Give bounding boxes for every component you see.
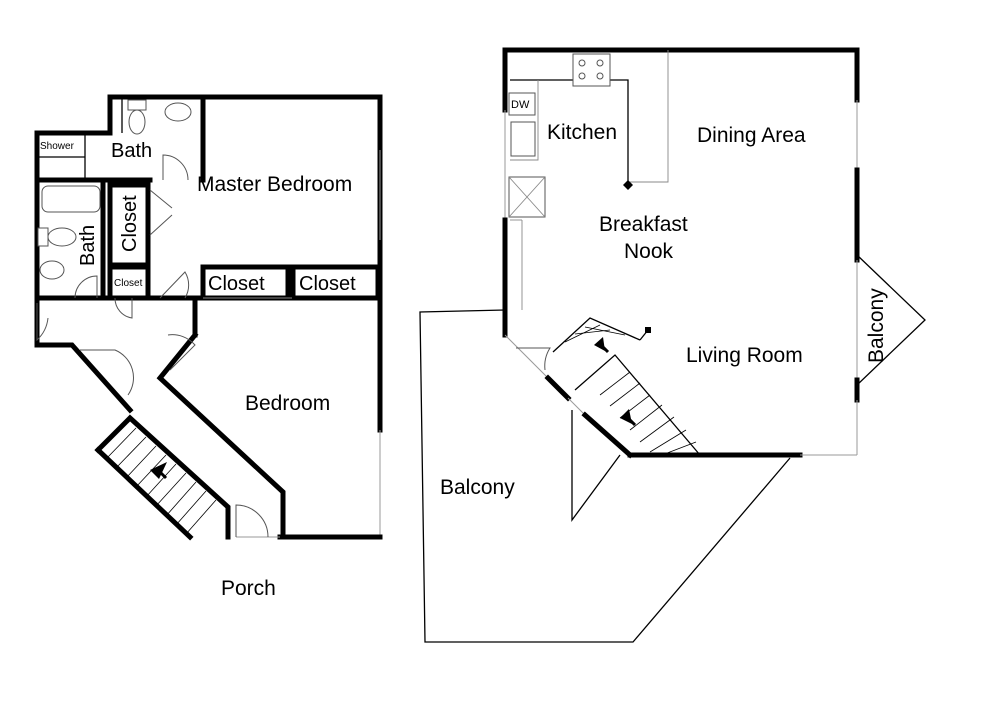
room-label-bedroom: Bedroom xyxy=(245,392,330,415)
right-stairs xyxy=(552,317,701,456)
burner-icon xyxy=(578,72,586,80)
toilet xyxy=(47,227,77,247)
right-floor: DW Kitchen Dining Area Breakfast Nook Li… xyxy=(419,47,926,643)
door-swing xyxy=(167,334,196,371)
room-label-balcony-side: Balcony xyxy=(865,288,888,363)
right-outer-wall xyxy=(502,47,860,113)
hall-wall-east xyxy=(156,331,286,540)
toilet-tank xyxy=(37,227,49,247)
left-stairs xyxy=(105,427,217,535)
sink xyxy=(39,260,65,280)
closet-doors xyxy=(149,189,173,236)
room-label-closet-vertical: Closet xyxy=(119,195,141,252)
sink xyxy=(164,102,192,122)
stair-wall xyxy=(94,446,194,541)
kitchen-counter-edge xyxy=(510,80,539,161)
breakfast-bar xyxy=(628,50,669,183)
room-label-dining-area: Dining Area xyxy=(697,124,806,147)
burner-icon xyxy=(596,59,604,67)
room-label-shower: Shower xyxy=(40,141,75,152)
stovetop xyxy=(572,53,611,87)
window xyxy=(504,334,549,379)
burner-icon xyxy=(596,72,604,80)
door-swing xyxy=(162,154,189,181)
bathtub xyxy=(41,185,101,213)
room-label-closet-mid-2: Closet xyxy=(299,273,356,295)
door-swing xyxy=(36,303,49,342)
toilet-tank xyxy=(127,99,147,111)
stair-wall xyxy=(581,411,634,459)
door-swing xyxy=(516,347,551,371)
appliance-label-dw: DW xyxy=(511,99,530,111)
door-swing xyxy=(235,504,269,538)
burner-icon xyxy=(578,59,586,67)
door-swing xyxy=(80,349,134,396)
stair-well xyxy=(571,410,621,522)
room-label-closet-mid-1: Closet xyxy=(208,273,265,295)
balcony-railing xyxy=(419,309,791,643)
room-label-kitchen: Kitchen xyxy=(547,121,617,144)
door-swing xyxy=(159,271,190,299)
room-label-breakfast: Breakfast xyxy=(599,213,688,236)
window xyxy=(567,397,586,416)
room-label-closet-small: Closet xyxy=(114,278,143,289)
left-floor: Bath Shower Master Bedroom Closet Bath C… xyxy=(34,94,383,600)
room-label-bath: Bath xyxy=(111,140,152,162)
left-outer-wall-west xyxy=(34,130,134,414)
side-balcony-railing xyxy=(856,254,926,386)
room-label-balcony-main: Balcony xyxy=(440,476,515,499)
toilet xyxy=(128,109,146,135)
kitchen-sink xyxy=(510,121,536,157)
room-label-nook: Nook xyxy=(624,240,674,263)
dishwasher xyxy=(508,92,536,116)
door-swing xyxy=(74,275,98,299)
kitchen-counter xyxy=(510,79,629,185)
west-wall xyxy=(544,374,572,402)
room-label-living-room: Living Room xyxy=(686,344,803,367)
room-label-master-bedroom: Master Bedroom xyxy=(197,173,352,196)
door-swing xyxy=(114,297,133,319)
room-label-porch: Porch xyxy=(221,577,276,600)
room-label-bath-vertical: Bath xyxy=(77,225,99,266)
stair-top-wall xyxy=(94,414,231,540)
column xyxy=(623,180,633,190)
